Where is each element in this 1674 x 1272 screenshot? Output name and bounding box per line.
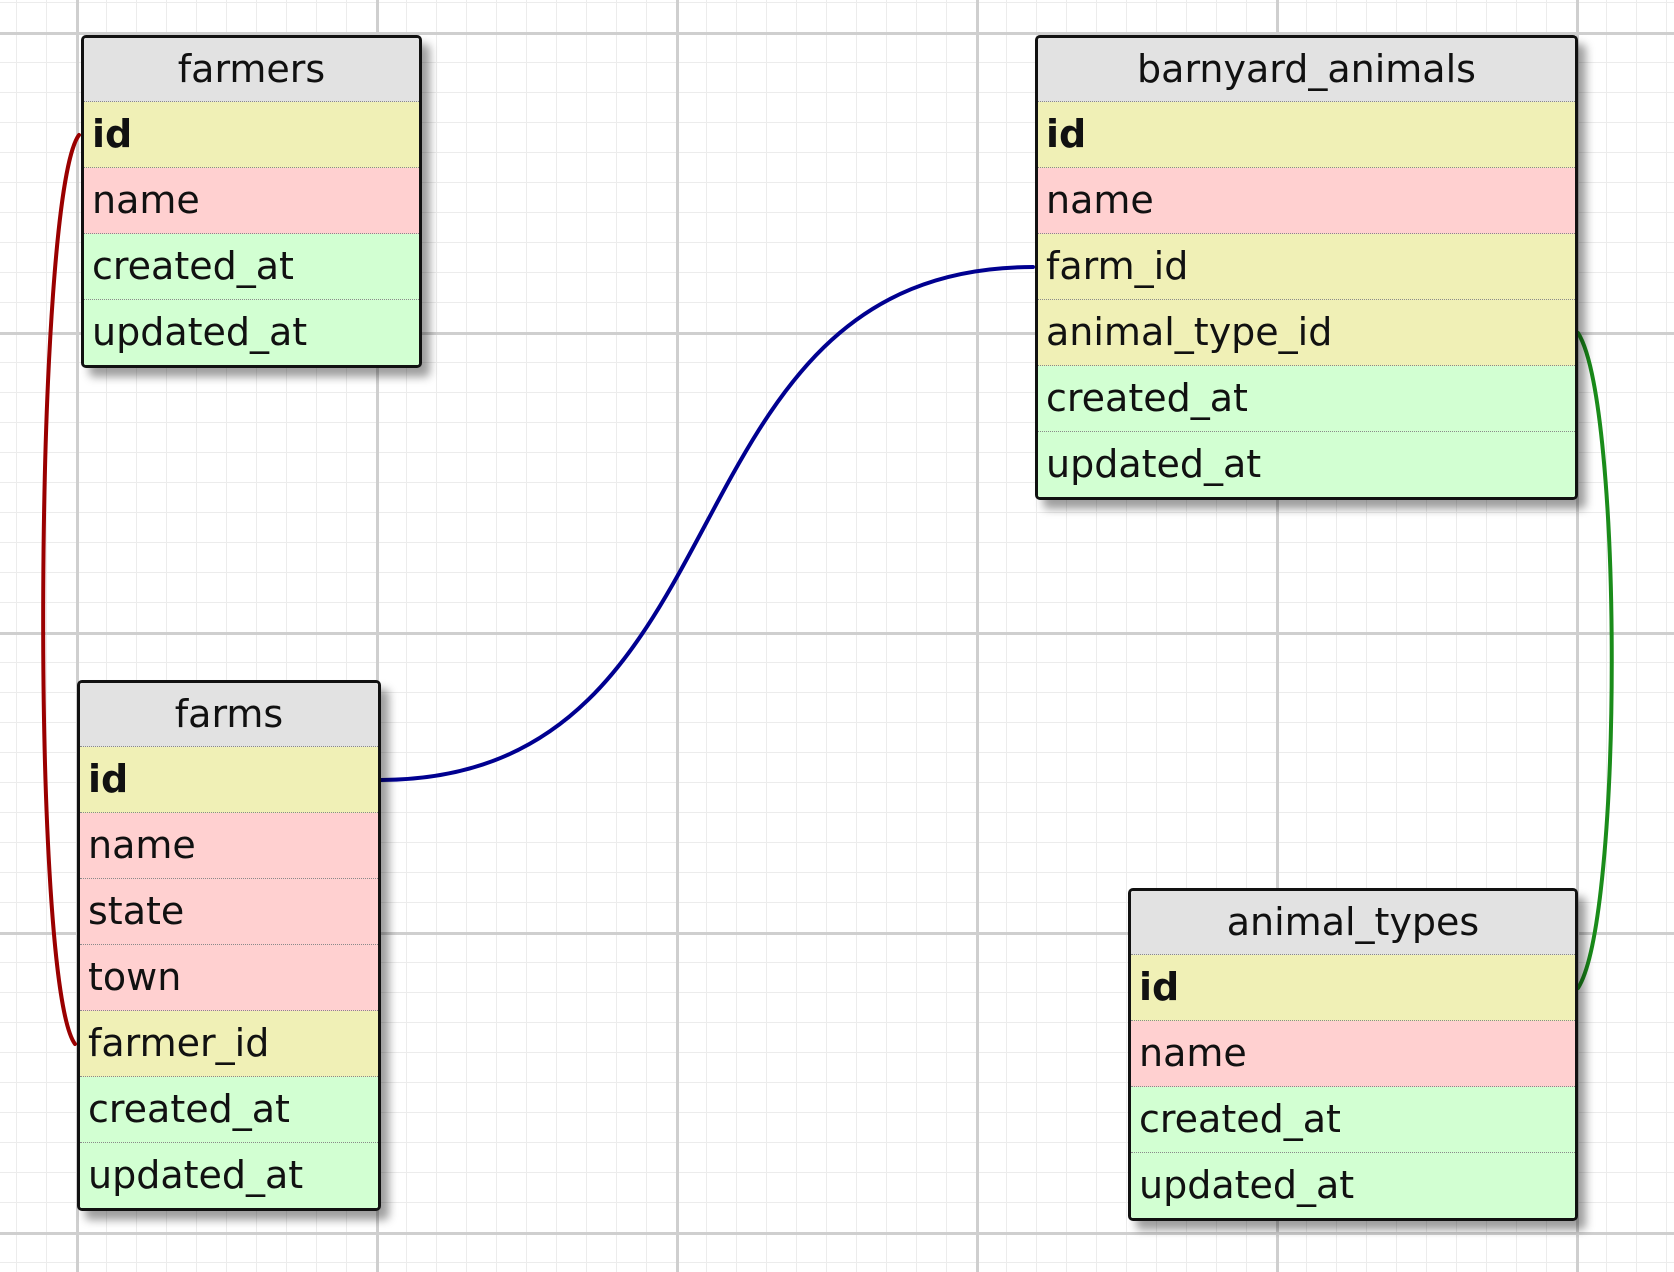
column-id[interactable]: id (1131, 955, 1575, 1021)
column-updated-at[interactable]: updated_at (80, 1143, 378, 1208)
column-town[interactable]: town (80, 945, 378, 1011)
table-title: animal_types (1131, 891, 1575, 955)
column-id[interactable]: id (80, 747, 378, 813)
column-id[interactable]: id (1038, 102, 1575, 168)
column-updated-at[interactable]: updated_at (84, 300, 419, 365)
column-farmer-id[interactable]: farmer_id (80, 1011, 378, 1077)
link-barnyard-animals-animal-types (1576, 331, 1614, 990)
column-animal-type-id[interactable]: animal_type_id (1038, 300, 1575, 366)
column-name[interactable]: name (1131, 1021, 1575, 1087)
column-created-at[interactable]: created_at (80, 1077, 378, 1143)
table-title: farms (80, 683, 378, 747)
column-updated-at[interactable]: updated_at (1131, 1153, 1575, 1218)
column-name[interactable]: name (84, 168, 419, 234)
column-updated-at[interactable]: updated_at (1038, 432, 1575, 497)
column-created-at[interactable]: created_at (1038, 366, 1575, 432)
column-id[interactable]: id (84, 102, 419, 168)
column-name[interactable]: name (80, 813, 378, 879)
table-title: farmers (84, 38, 419, 102)
link-farmers-farms (41, 133, 81, 1046)
link-farms-barnyard-animals (377, 265, 1035, 782)
column-created-at[interactable]: created_at (1131, 1087, 1575, 1153)
column-name[interactable]: name (1038, 168, 1575, 234)
column-state[interactable]: state (80, 879, 378, 945)
table-title: barnyard_animals (1038, 38, 1575, 102)
column-farm-id[interactable]: farm_id (1038, 234, 1575, 300)
column-created-at[interactable]: created_at (84, 234, 419, 300)
